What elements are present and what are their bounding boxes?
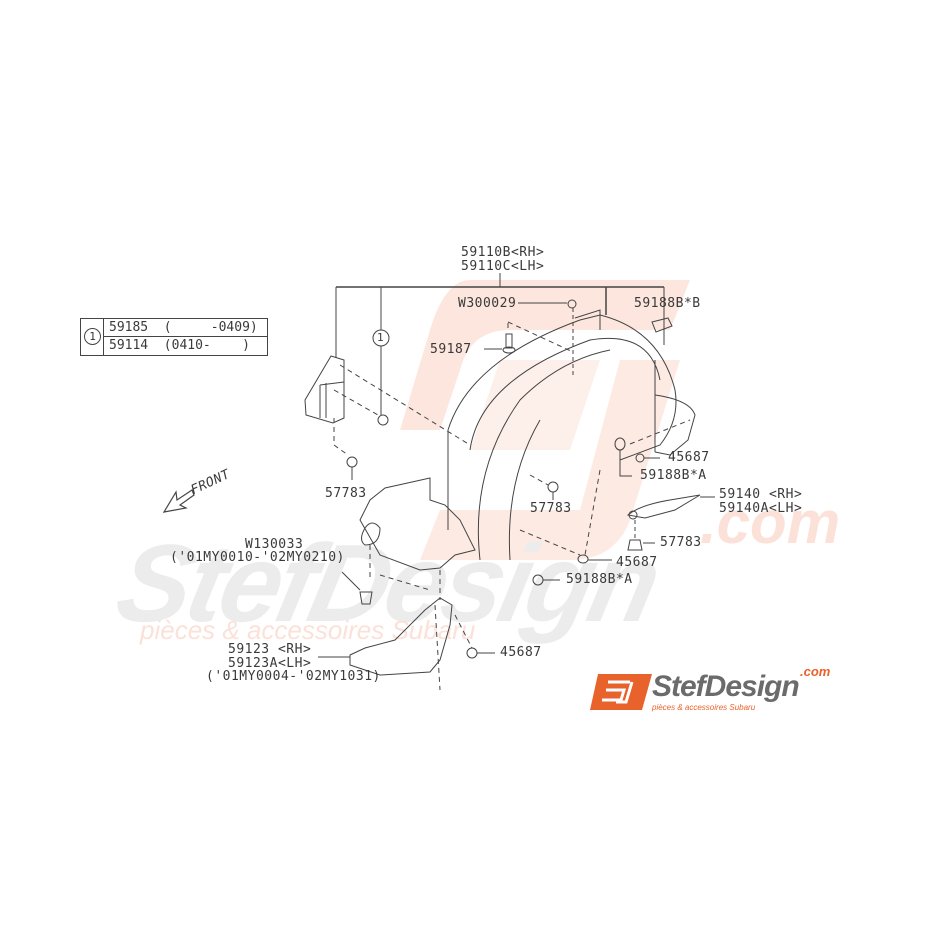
legend-date-range: (0410- ) <box>163 338 250 353</box>
main-part-label-rh: 59110B<RH> <box>461 245 545 260</box>
arrow-front-icon <box>162 489 195 513</box>
callout-45687-lower: 45687 <box>500 645 542 660</box>
logo-tagline: pièces & accessoires Subaru <box>652 703 756 712</box>
callout-59188b-b: 59188B*B <box>634 296 701 311</box>
callout-57783-left: 57783 <box>325 486 367 501</box>
watermark-tld: .com <box>700 489 841 556</box>
callout-59188b-a-upper: 59188B*A <box>640 468 707 483</box>
callout-59140-rh: 59140 <RH> <box>719 487 803 502</box>
legend-row: 59114 (0410- ) <box>109 338 250 353</box>
callout-45687-upper: 45687 <box>668 450 710 465</box>
legend-part-number: 59185 <box>109 320 149 335</box>
callout-w130033-range: ('01MY0010-'02MY0210) <box>170 550 345 565</box>
legend-part-number: 59114 <box>109 338 149 353</box>
legend-row: 59185 ( -0409) <box>109 320 258 335</box>
legend-table: 1 59185 ( -0409) 59114 (0410- ) <box>80 318 268 356</box>
ref-1-marker: 1 <box>377 331 385 344</box>
callout-w130033: W130033 <box>245 537 304 552</box>
callout-59123-rh: 59123 <RH> <box>228 642 312 657</box>
callout-59187: 59187 <box>430 342 472 357</box>
legend-divider-horizontal <box>103 336 267 337</box>
legend-date-range: ( -0409) <box>163 320 258 335</box>
stefdesign-logo: StefDesign .com pièces & accessoires Sub… <box>590 664 840 718</box>
main-part-label-lh: 59110C<LH> <box>461 259 545 274</box>
logo-brand-name: StefDesign <box>652 670 800 703</box>
callout-w300029: W300029 <box>458 296 517 311</box>
callout-59140a-lh: 59140A<LH> <box>719 501 803 516</box>
callout-59188b-a-lower: 59188B*A <box>566 572 633 587</box>
legend-divider-vertical <box>103 319 104 355</box>
callout-45687-mid: 45687 <box>616 555 658 570</box>
callout-57783-center: 57783 <box>530 501 572 516</box>
callout-59123a-lh: 59123A<LH> <box>228 656 312 671</box>
callout-57783-right: 57783 <box>660 535 702 550</box>
logo-tld: .com <box>800 664 831 679</box>
sj-mark-icon <box>590 674 652 710</box>
ref-marker-circle: 1 <box>84 328 101 345</box>
callout-59123-range: ('01MY0004-'02MY1031) <box>206 669 381 684</box>
watermark-tagline: pièces & accessoires Subaru <box>140 615 476 645</box>
